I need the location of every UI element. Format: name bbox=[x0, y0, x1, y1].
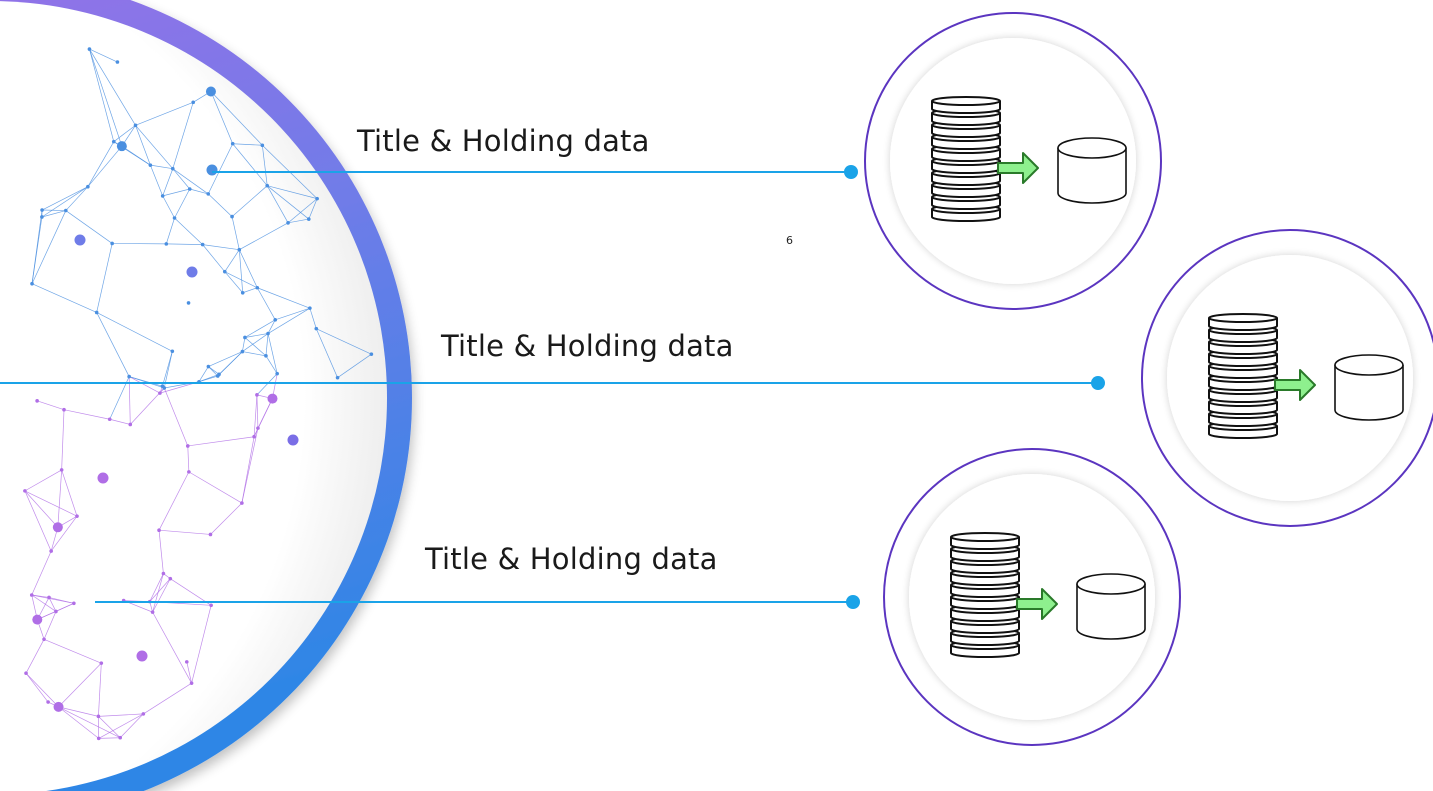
globe-network-icon bbox=[23, 47, 374, 741]
process-circle-1 bbox=[864, 12, 1162, 310]
process-circle-3 bbox=[883, 448, 1181, 746]
connector-lines bbox=[0, 165, 1105, 609]
page-number: 6 bbox=[786, 234, 793, 247]
connector-dot-3 bbox=[846, 595, 860, 609]
globe-face bbox=[0, 1, 387, 791]
globe bbox=[0, 0, 412, 791]
connector-dot-1 bbox=[844, 165, 858, 179]
connector-label-3: Title & Holding data bbox=[425, 542, 718, 576]
connector-label-1: Title & Holding data bbox=[357, 124, 650, 158]
connector-label-2: Title & Holding data bbox=[441, 329, 734, 363]
connector-dot-2 bbox=[1091, 376, 1105, 390]
process-circle-2 bbox=[1141, 229, 1433, 527]
